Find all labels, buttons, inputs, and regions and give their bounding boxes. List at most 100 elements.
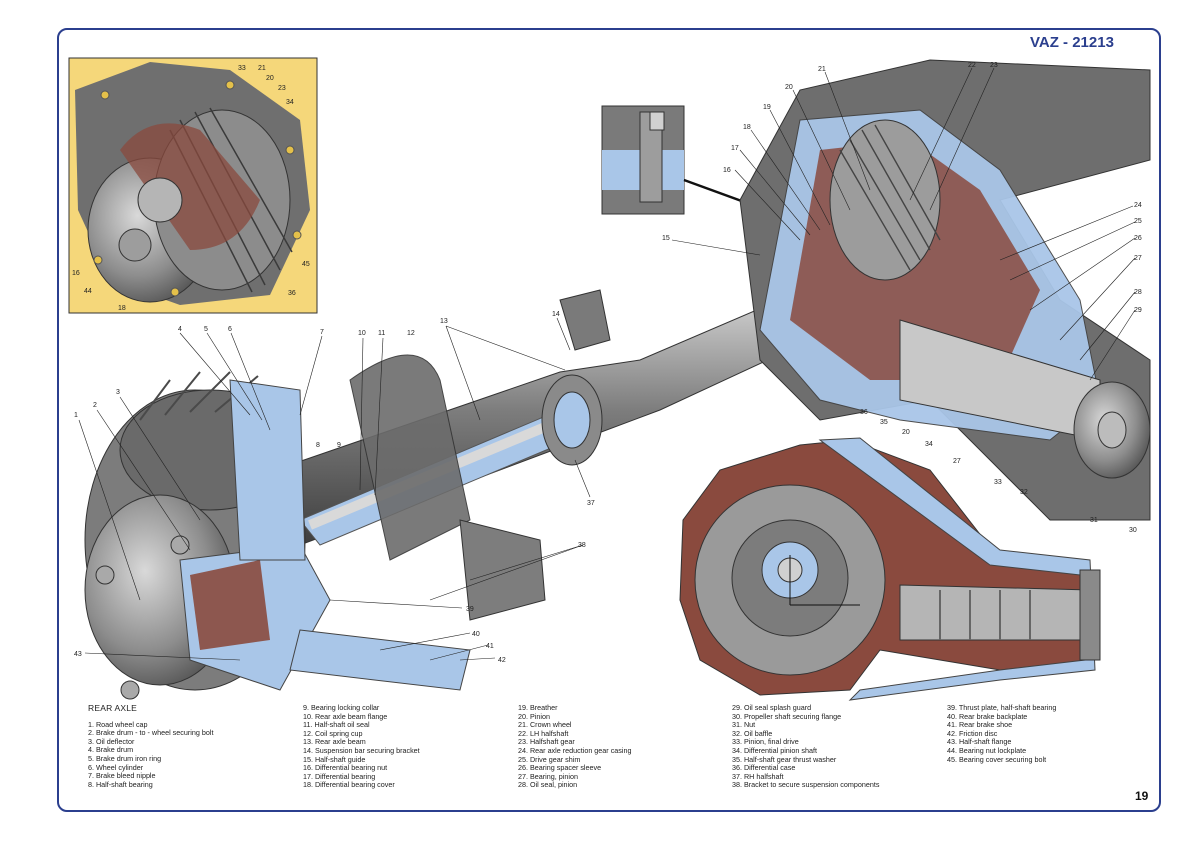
callout-20c: 20 — [902, 429, 910, 436]
callout-33: 33 — [238, 65, 246, 72]
legend-item: 34. Differential pinion shaft — [732, 745, 817, 755]
legend-heading: REAR AXLE — [88, 703, 138, 713]
final-drive-housing — [739, 59, 1151, 521]
callout-34: 34 — [286, 99, 294, 106]
callout-43: 43 — [74, 651, 82, 658]
callout-41: 41 — [486, 643, 494, 650]
legend-item: 1. Road wheel cap — [88, 719, 148, 729]
callout-36: 36 — [288, 290, 296, 297]
legend-item: 6. Wheel cylinder — [88, 762, 144, 772]
legend-item: 7. Brake bleed nipple — [88, 771, 156, 781]
legend-item: 11. Half-shaft oil seal — [303, 720, 370, 730]
callout-19: 19 — [763, 104, 771, 111]
legend-item: 37. RH halfshaft — [732, 771, 784, 781]
brake-drum — [84, 371, 471, 700]
callout-20: 20 — [266, 75, 274, 82]
legend-col-5: 39. Thrust plate, half-shaft bearing 40.… — [947, 703, 1057, 764]
legend-item: 9. Bearing locking collar — [303, 703, 380, 712]
differential-inset — [68, 57, 318, 314]
callout-26: 26 — [1134, 235, 1142, 242]
callout-20b: 20 — [785, 84, 793, 91]
legend-item: 24. Rear axle reduction gear casing — [518, 745, 632, 755]
legend-item: 26. Bearing spacer sleeve — [518, 763, 602, 773]
legend-item: 31. Nut — [732, 720, 756, 730]
legend-item: 16. Differential bearing nut — [303, 763, 388, 773]
legend-item: 4. Brake drum — [88, 745, 134, 755]
callout-16: 16 — [72, 270, 80, 277]
callout-38: 38 — [578, 542, 586, 549]
legend-item: 18. Differential bearing cover — [303, 780, 395, 790]
callout-12: 12 — [407, 330, 415, 337]
callout-10: 10 — [358, 330, 366, 337]
callout-18: 18 — [118, 305, 126, 312]
callout-36b: 36 — [860, 409, 868, 416]
legend-item: 30. Propeller shaft securing flange — [732, 711, 842, 721]
legend-col-1: REAR AXLE 1. Road wheel cap 2. Brake dru… — [88, 704, 213, 789]
differential-section-view — [679, 437, 1101, 701]
legend-item: 20. Pinion — [518, 711, 550, 721]
callout-27b: 27 — [953, 458, 961, 465]
legend-item: 15. Half-shaft guide — [303, 754, 366, 764]
callout-23b: 23 — [990, 62, 998, 69]
legend-item: 5. Brake drum iron ring — [88, 753, 162, 763]
callout-5: 5 — [204, 326, 208, 333]
legend-item: 27. Bearing, pinion — [518, 771, 578, 781]
page-number: 19 — [1135, 789, 1149, 803]
legend-item: 17. Differential bearing — [303, 771, 376, 781]
callout-29: 29 — [1134, 307, 1142, 314]
callout-15: 15 — [662, 235, 670, 242]
callout-45: 45 — [302, 261, 310, 268]
callout-27: 27 — [1134, 255, 1142, 262]
legend-item: 8. Half-shaft bearing — [88, 779, 153, 789]
legend-item: 33. Pinion, final drive — [732, 737, 799, 747]
callout-9: 9 — [337, 442, 341, 449]
legend-item: 23. Halfshaft gear — [518, 737, 575, 747]
callout-28: 28 — [1134, 289, 1142, 296]
callout-24: 24 — [1134, 202, 1142, 209]
callout-34b: 34 — [925, 441, 933, 448]
callout-1: 1 — [74, 412, 78, 419]
callout-7: 7 — [320, 329, 324, 336]
callout-32: 32 — [1020, 489, 1028, 496]
callout-11: 11 — [378, 330, 385, 337]
callout-23: 23 — [278, 85, 286, 92]
callout-22: 22 — [968, 62, 976, 69]
callout-8: 8 — [316, 442, 320, 449]
callout-21: 21 — [258, 65, 266, 72]
legend-item: 41. Rear brake shoe — [947, 720, 1013, 730]
callout-25: 25 — [1134, 218, 1142, 225]
callout-3: 3 — [116, 389, 120, 396]
legend-item: 3. Oil deflector — [88, 736, 135, 746]
legend-item: 45. Bearing cover securing bolt — [947, 754, 1047, 764]
callout-33b: 33 — [994, 479, 1002, 486]
legend-item: 10. Rear axle beam flange — [303, 711, 388, 721]
callout-4: 4 — [178, 326, 182, 333]
legend-item: 39. Thrust plate, half-shaft bearing — [947, 703, 1057, 712]
legend-col-4: 29. Oil seal splash guard 30. Propeller … — [732, 703, 879, 790]
callout-2: 2 — [93, 402, 97, 409]
callout-40: 40 — [472, 631, 480, 638]
callout-42: 42 — [498, 657, 506, 664]
callout-35: 35 — [880, 419, 888, 426]
legend-item: 21. Crown wheel — [518, 720, 572, 730]
callout-21b: 21 — [818, 66, 826, 73]
callout-13: 13 — [440, 318, 448, 325]
legend-item: 43. Half-shaft flange — [947, 737, 1012, 747]
legend-item: 40. Rear brake backplate — [947, 711, 1028, 721]
legend-item: 14. Suspension bar securing bracket — [303, 745, 420, 755]
callout-17: 17 — [731, 145, 739, 152]
legend-item: 13. Rear axle beam — [303, 737, 366, 747]
legend-item: 44. Bearing nut lockplate — [947, 745, 1027, 755]
legend-item: 12. Coil spring cup — [303, 728, 363, 738]
callout-37: 37 — [587, 500, 595, 507]
legend-item: 29. Oil seal splash guard — [732, 703, 812, 712]
legend-item: 19. Breather — [518, 703, 558, 712]
axle-beam — [274, 289, 801, 621]
legend-item: 42. Friction disc — [947, 728, 998, 738]
leader-lines — [78, 67, 1136, 661]
legend-item: 32. Oil baffle — [732, 728, 773, 738]
seal-detail-inset — [601, 105, 781, 217]
callout-39: 39 — [466, 606, 474, 613]
legend-col-2: 9. Bearing locking collar 10. Rear axle … — [303, 703, 420, 790]
